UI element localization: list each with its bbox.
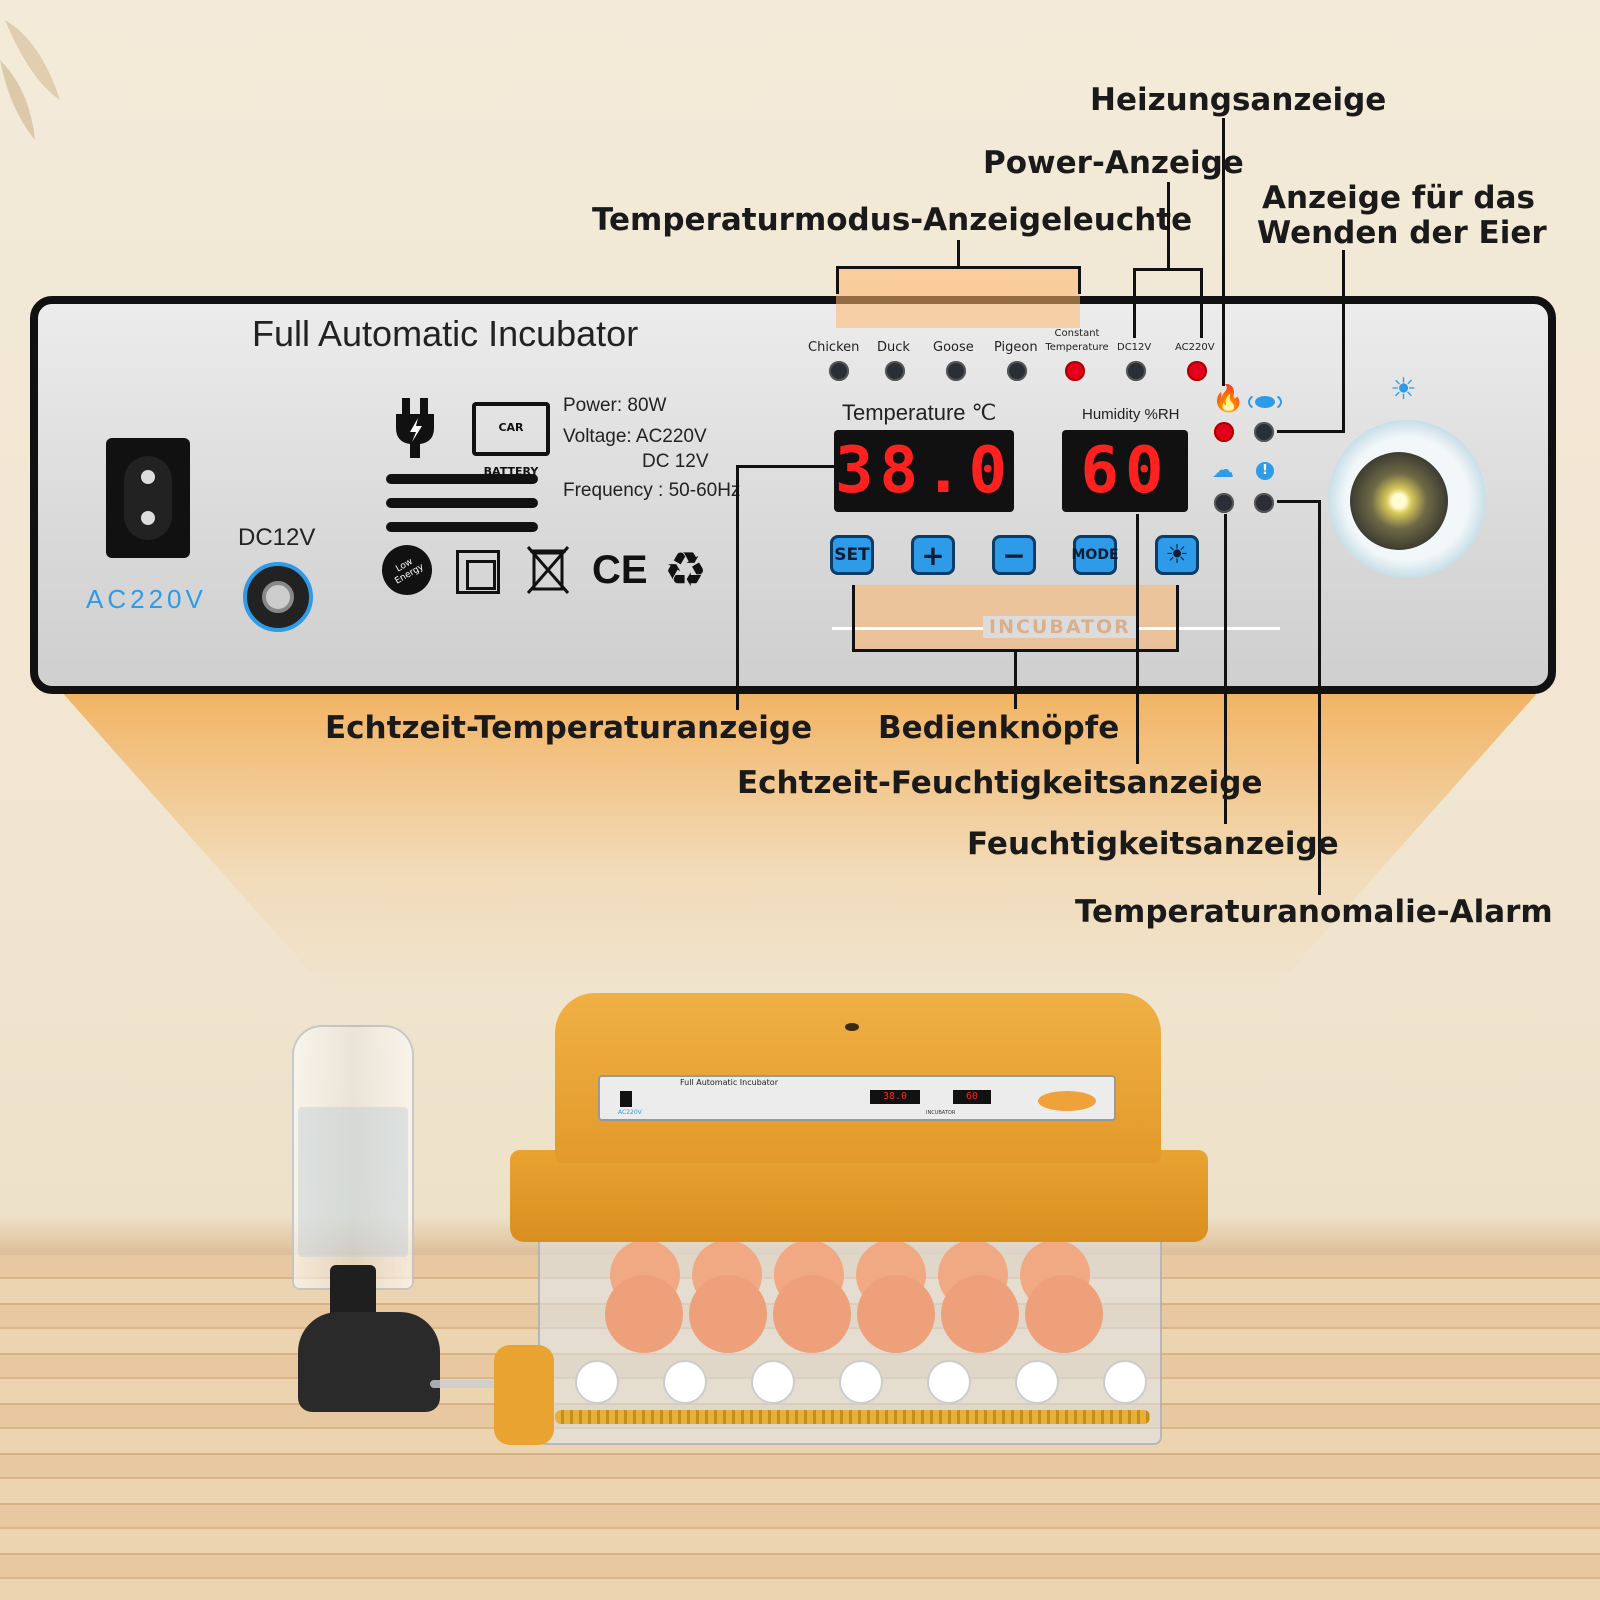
turning-rack: [555, 1410, 1150, 1424]
mode-label-dc12v: DC12V: [1117, 342, 1152, 353]
mode-label-pigeon: Pigeon: [994, 340, 1038, 355]
mode-label-constant: Constant Temperature: [1045, 328, 1109, 353]
temperature-display: 38.0: [834, 430, 1014, 512]
water-base: [298, 1312, 440, 1412]
led-dc12v: [1126, 361, 1146, 381]
mode-button[interactable]: MODE: [1071, 535, 1119, 575]
line: [736, 465, 834, 468]
weee-bin-icon: [526, 546, 570, 594]
flame-icon: 🔥: [1212, 384, 1245, 414]
double-insulation-icon: [456, 550, 500, 594]
mini-temp-display: 38.0: [870, 1090, 920, 1104]
mode-label-goose: Goose: [933, 340, 974, 355]
water-inlet: [494, 1345, 554, 1445]
line: [1078, 266, 1081, 294]
callout-power-anzeige: Power-Anzeige: [983, 145, 1244, 181]
recycle-icon: ♻: [664, 542, 708, 598]
led-constant-temperature: [1065, 361, 1085, 381]
callout-echtzeit-feuchtigkeit: Echtzeit-Feuchtigkeitsanzeige: [737, 765, 1263, 801]
ac-socket[interactable]: [106, 438, 190, 558]
dc-jack[interactable]: [243, 562, 313, 632]
mode-highlight: [836, 268, 1080, 328]
line: [1277, 430, 1345, 433]
led-heating: [1214, 422, 1234, 442]
led-humidity: [1214, 493, 1234, 513]
dc-label: DC12V: [238, 524, 316, 551]
led-duck: [885, 361, 905, 381]
mini-title: Full Automatic Incubator: [680, 1078, 778, 1087]
humidity-cloud-icon: ☁: [1212, 458, 1234, 483]
energy-bar-2: [386, 498, 538, 508]
line: [1277, 500, 1321, 503]
callout-heizungsanzeige: Heizungsanzeige: [1090, 82, 1387, 118]
incubator-lid-rim: [510, 1150, 1208, 1242]
line: [1318, 500, 1321, 895]
battery-icon: CAR BATTERY: [472, 402, 550, 478]
callout-temperaturanomalie: Temperaturanomalie-Alarm: [1075, 894, 1553, 930]
spec-power: Power: 80W: [563, 395, 667, 416]
egg-rollers: [575, 1360, 1150, 1404]
line: [1133, 268, 1202, 271]
candling-lamp[interactable]: [1328, 420, 1486, 578]
water-tube: [430, 1380, 510, 1388]
plug-icon: [396, 398, 434, 458]
spec-frequency: Frequency : 50-60Hz: [563, 480, 741, 501]
led-egg-turning: [1254, 422, 1274, 442]
alarm-icon: !: [1256, 462, 1274, 480]
led-goose: [946, 361, 966, 381]
lamp-sun-icon: ☀: [1390, 372, 1417, 407]
line: [1136, 514, 1139, 764]
line: [1222, 118, 1225, 386]
light-button[interactable]: ☀: [1155, 535, 1199, 575]
energy-bar-3: [386, 522, 538, 532]
temperature-label: Temperature ℃: [842, 400, 997, 425]
mini-brand: INCUBATOR: [926, 1110, 956, 1116]
line: [957, 240, 960, 268]
callout-feuchtigkeitsanzeige: Feuchtigkeitsanzeige: [967, 826, 1339, 862]
line: [836, 266, 1081, 269]
led-chicken: [829, 361, 849, 381]
line: [1200, 268, 1203, 338]
line: [836, 266, 839, 294]
line: [736, 465, 739, 710]
callout-echtzeit-temperatur: Echtzeit-Temperaturanzeige: [325, 710, 813, 746]
panel-title: Full Automatic Incubator: [252, 313, 639, 354]
callout-bedienknoepfe: Bedienknöpfe: [878, 710, 1120, 746]
plus-button[interactable]: +: [911, 535, 955, 575]
spec-voltage: Voltage: AC220V: [563, 426, 707, 447]
led-ac220v: [1187, 361, 1207, 381]
spec-dc: DC 12V: [642, 451, 709, 472]
line: [1167, 182, 1170, 270]
mode-label-duck: Duck: [877, 340, 910, 355]
set-button[interactable]: SET: [830, 535, 874, 575]
brand-label: INCUBATOR: [983, 616, 1137, 638]
mini-ac-label: AC220V: [618, 1109, 642, 1116]
ac-label: AC220V: [86, 584, 207, 614]
line: [1176, 585, 1179, 651]
mini-hum-display: 60: [953, 1090, 991, 1104]
line: [1224, 514, 1227, 824]
mini-control-panel: Full Automatic Incubator AC220V 38.0 60 …: [598, 1075, 1116, 1121]
mode-label-chicken: Chicken: [808, 340, 860, 355]
ce-mark: CE: [592, 548, 648, 592]
minus-button[interactable]: −: [992, 535, 1036, 575]
callout-wenden-line1: Anzeige für das: [1262, 180, 1535, 216]
energy-bar-1: [386, 474, 538, 484]
callout-wenden-line2: Wenden der Eier: [1257, 215, 1547, 251]
line: [1342, 250, 1345, 432]
led-alarm: [1254, 493, 1274, 513]
leaf-decoration: [0, 20, 60, 140]
line: [1014, 649, 1017, 709]
line: [1133, 268, 1136, 338]
humidity-display: 60: [1062, 430, 1188, 512]
egg-tray: [600, 1235, 1120, 1355]
callout-temperaturmodus: Temperaturmodus-Anzeigeleuchte: [592, 202, 1193, 238]
water-bottle: [292, 1025, 414, 1290]
panel-glow: [60, 690, 1540, 990]
turning-icon: [1248, 392, 1282, 412]
line: [852, 585, 855, 651]
led-pigeon: [1007, 361, 1027, 381]
mode-label-ac220v: AC220V: [1175, 342, 1215, 353]
humidity-label: Humidity %RH: [1082, 406, 1180, 423]
